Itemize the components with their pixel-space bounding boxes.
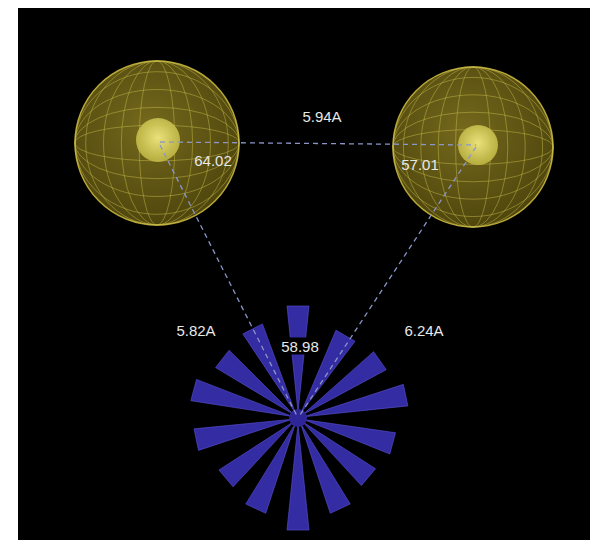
angle-label: 57.01 bbox=[399, 156, 441, 173]
angle-label: 58.98 bbox=[279, 338, 321, 355]
distance-label: 5.94A bbox=[300, 108, 343, 125]
distance-lines bbox=[160, 142, 476, 418]
ionizable-feature-starburst bbox=[191, 306, 408, 530]
distance-label: 5.82A bbox=[174, 322, 217, 339]
black-ground bbox=[18, 8, 590, 540]
hydrophobic-sphere bbox=[393, 67, 553, 227]
angle-label: 64.02 bbox=[192, 152, 234, 169]
distance-label: 6.24A bbox=[402, 322, 445, 339]
